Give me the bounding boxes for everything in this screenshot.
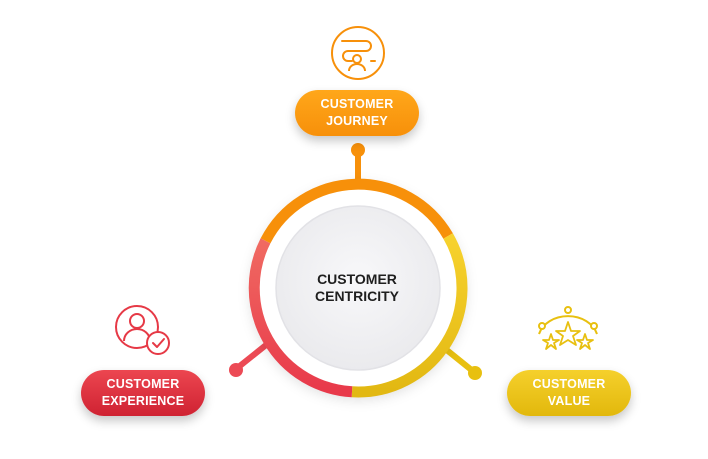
- center-label-line1: CUSTOMER: [317, 271, 397, 287]
- customer-experience-pill: CUSTOMER EXPERIENCE: [81, 370, 205, 416]
- pill-label-line2: EXPERIENCE: [101, 394, 185, 408]
- pill-label-line1: CUSTOMER: [320, 97, 394, 111]
- center-disc: [276, 206, 440, 370]
- stars-icon: [538, 306, 598, 350]
- customer-journey-pill: CUSTOMER JOURNEY: [295, 90, 419, 136]
- connector-journey: [351, 143, 365, 187]
- center-label-line2: CENTRICITY: [315, 288, 399, 304]
- ring-segment-value: [351, 233, 468, 398]
- pill-label-line1: CUSTOMER: [532, 377, 606, 391]
- pill-label-line1: CUSTOMER: [106, 377, 180, 391]
- user-check-icon: [115, 305, 170, 355]
- ring-segment-journey: [260, 178, 453, 244]
- connector-experience: [229, 338, 274, 377]
- ring-segment-experience: [248, 238, 353, 398]
- center-label: CUSTOMER CENTRICITY: [297, 271, 417, 305]
- pill-label-line2: JOURNEY: [326, 114, 388, 128]
- connector-value: [440, 344, 482, 380]
- customer-value-pill: CUSTOMER VALUE: [507, 370, 631, 416]
- pill-label-line2: VALUE: [547, 394, 591, 408]
- journey-path-icon: [331, 26, 385, 80]
